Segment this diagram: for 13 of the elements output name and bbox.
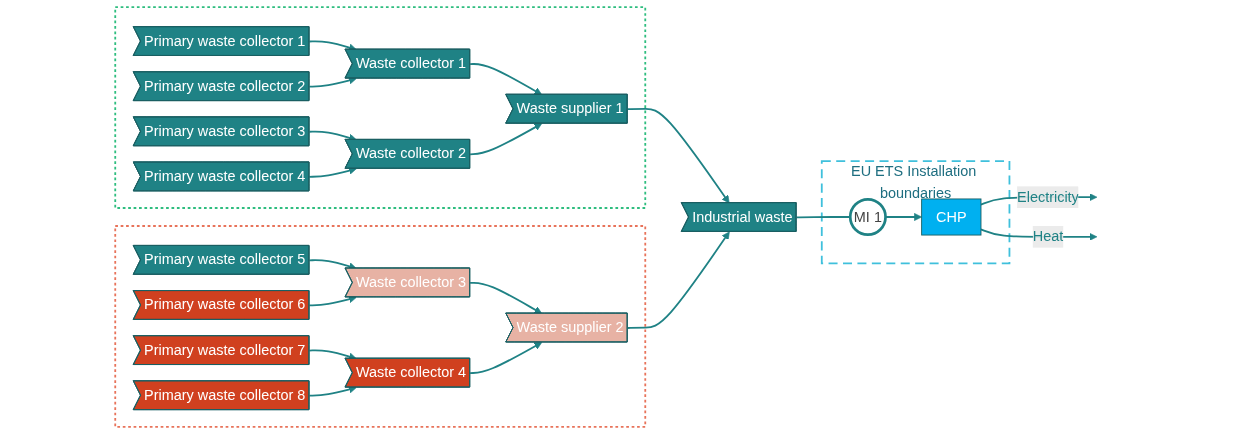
node-box: CHP <box>921 198 982 236</box>
arrow <box>469 123 543 156</box>
arrow <box>626 231 730 329</box>
arrow <box>626 107 730 204</box>
arrow <box>308 295 357 307</box>
arrow <box>469 281 543 314</box>
edge-label: Heat <box>1032 228 1064 245</box>
edge-label: Electricity <box>1017 189 1079 205</box>
arrow <box>469 63 543 96</box>
arrow <box>469 342 543 374</box>
cluster <box>114 225 647 428</box>
cluster <box>114 6 647 209</box>
node-circle: MI 1 <box>848 198 887 236</box>
